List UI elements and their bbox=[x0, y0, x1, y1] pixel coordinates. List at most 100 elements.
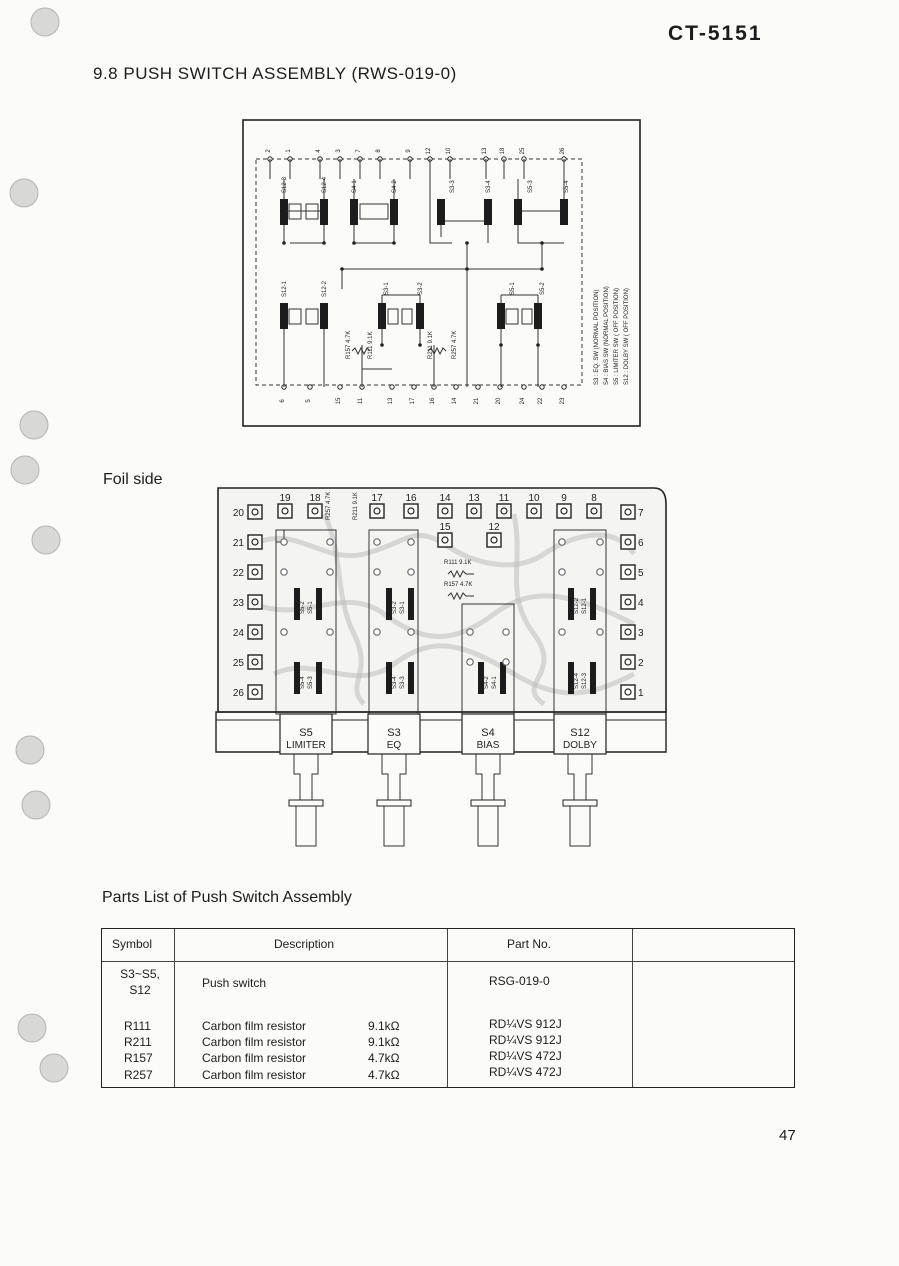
schematic-switch-label: S3-4 bbox=[486, 180, 492, 193]
foil-pad-hole-icon bbox=[407, 507, 415, 515]
schematic-junction-dot bbox=[418, 343, 422, 347]
schematic-switch-label: S3-2 bbox=[418, 282, 424, 295]
foil-right-pad-label: 4 bbox=[638, 598, 644, 609]
switch-function-label: LIMITER bbox=[286, 740, 325, 751]
foil-top-pad-label: 14 bbox=[439, 493, 451, 504]
schematic-legend-line: S3 : EQ. SW (NORMAL POSITION) bbox=[594, 290, 600, 385]
foil-hole-icon bbox=[596, 568, 604, 576]
foil-top-pad bbox=[556, 503, 572, 519]
switch-name-label: S4 bbox=[481, 727, 494, 739]
foil-hole-icon bbox=[326, 538, 334, 546]
foil-resistor-label: R211 9.1K bbox=[353, 492, 359, 520]
foil-resistor-label: R257 4.7K bbox=[326, 492, 332, 520]
schematic-top-pin-label: 4 bbox=[316, 149, 322, 153]
schematic-bottom-pin-label: 11 bbox=[358, 397, 364, 404]
foil-left-pad-label: 26 bbox=[233, 688, 245, 699]
foil-left-pad bbox=[247, 564, 263, 580]
foil-contact-bar bbox=[294, 662, 300, 694]
switch-flange-icon bbox=[376, 799, 412, 807]
foil-pad-hole-icon bbox=[624, 688, 632, 696]
foil-right-pad bbox=[620, 564, 636, 580]
foil-left-pad bbox=[247, 504, 263, 520]
foil-pad-hole-icon bbox=[490, 536, 498, 544]
foil-pad-hole-icon bbox=[251, 538, 259, 546]
switch-stem-icon bbox=[569, 806, 591, 847]
schematic-top-pin-label: 3 bbox=[336, 149, 342, 153]
foil-contact-bar bbox=[408, 588, 414, 620]
schematic-switch-label: S5-4 bbox=[564, 180, 570, 193]
schematic-top-pin-label: 13 bbox=[482, 147, 488, 154]
row-description: Carbon film resistor bbox=[202, 1035, 307, 1049]
foil-top-pad-label: 13 bbox=[468, 493, 480, 504]
schematic-top-pin-label: 9 bbox=[406, 149, 412, 153]
foil-pad-hole-icon bbox=[251, 628, 259, 636]
switch-name-label: S3 bbox=[387, 727, 400, 739]
switch-plunger-icon bbox=[475, 754, 501, 801]
foil-pad-hole-icon bbox=[624, 538, 632, 546]
binder-hole-icon bbox=[15, 735, 45, 765]
foil-right-pad-label: 1 bbox=[638, 688, 644, 699]
foil-hole-icon bbox=[373, 628, 381, 636]
foil-contact-label: S4-2 bbox=[484, 676, 490, 689]
schematic-legend-line: S4 : BIAS SW (NORMAL POSITION) bbox=[604, 286, 610, 385]
schematic-junction-dot bbox=[499, 343, 503, 347]
schematic-bottom-pin-node bbox=[521, 384, 527, 390]
foil-hole-icon bbox=[596, 538, 604, 546]
switch-button-housing bbox=[461, 713, 515, 755]
foil-right-pad bbox=[620, 624, 636, 640]
foil-pad-hole-icon bbox=[311, 507, 319, 515]
switch-block-s5-upper bbox=[514, 199, 568, 225]
foil-contact-label: S5-2 bbox=[300, 601, 306, 614]
foil-left-pad bbox=[247, 684, 263, 700]
foil-right-pad bbox=[620, 534, 636, 550]
header-part-no: Part No. bbox=[507, 937, 552, 951]
foil-contact-label: S12-2 bbox=[574, 597, 580, 614]
foil-pad-hole-icon bbox=[624, 628, 632, 636]
foil-contact-bar bbox=[500, 662, 506, 694]
foil-top-pad bbox=[466, 503, 482, 519]
row-description: Push switch bbox=[202, 976, 267, 990]
switch-button-housing bbox=[367, 713, 421, 755]
switch-block-s12-lower bbox=[280, 303, 328, 329]
schematic-junction-dot bbox=[340, 267, 344, 271]
schematic-switch-label: S4-2 bbox=[392, 180, 398, 193]
foil-pad-hole-icon bbox=[251, 658, 259, 666]
row-description: Carbon film resistor bbox=[202, 1019, 307, 1033]
foil-left-pad bbox=[247, 624, 263, 640]
schematic-junction-dot bbox=[322, 241, 326, 245]
schematic-top-pin-label: 2 bbox=[266, 149, 272, 153]
schematic-bottom-pin-node bbox=[497, 384, 503, 390]
foil-hole-icon bbox=[326, 568, 334, 576]
row-value: 4.7kΩ bbox=[368, 1068, 400, 1082]
schematic-junction-dot bbox=[540, 267, 544, 271]
foil-top-pad-label: 11 bbox=[499, 493, 510, 504]
schematic-top-pin-label: 26 bbox=[560, 147, 566, 154]
schematic-switch-label: S12-4 bbox=[322, 176, 328, 193]
schematic-resistor-label: R257 4.7K bbox=[452, 331, 458, 359]
schematic-bottom-pin-node bbox=[561, 384, 567, 390]
foil-contact-label: S5-4 bbox=[300, 676, 306, 689]
foil-pad-hole-icon bbox=[624, 598, 632, 606]
foil-switch-outline-s5 bbox=[275, 529, 337, 715]
foil-left-pad bbox=[247, 534, 263, 550]
schematic-bottom-pin-node bbox=[411, 384, 417, 390]
switch-plunger-icon bbox=[567, 754, 593, 801]
switch-plunger-icon bbox=[381, 754, 407, 801]
schematic-bottom-pin-label: 16 bbox=[430, 397, 436, 404]
schematic-top-pin-label: 18 bbox=[500, 147, 506, 154]
row-symbol: S3~S5, S12 bbox=[120, 967, 160, 997]
switch-flange-icon bbox=[288, 799, 324, 807]
schematic-bottom-pin-label: 6 bbox=[280, 399, 286, 403]
schematic-resistor-label: R211 9.1K bbox=[428, 331, 434, 359]
foil-resistor-label: R111 9.1K bbox=[444, 560, 471, 566]
binder-hole-icon bbox=[30, 7, 60, 37]
schematic-switch-label: S5-3 bbox=[528, 180, 534, 193]
binder-hole-icon bbox=[19, 410, 49, 440]
schematic-switch-label: S12-2 bbox=[322, 280, 328, 297]
foil-hole-icon bbox=[558, 568, 566, 576]
foil-hole-icon bbox=[326, 628, 334, 636]
row-symbol: R111 bbox=[124, 1019, 151, 1033]
foil-contact-label: S3-3 bbox=[400, 676, 406, 689]
foil-contact-bar bbox=[568, 588, 574, 620]
